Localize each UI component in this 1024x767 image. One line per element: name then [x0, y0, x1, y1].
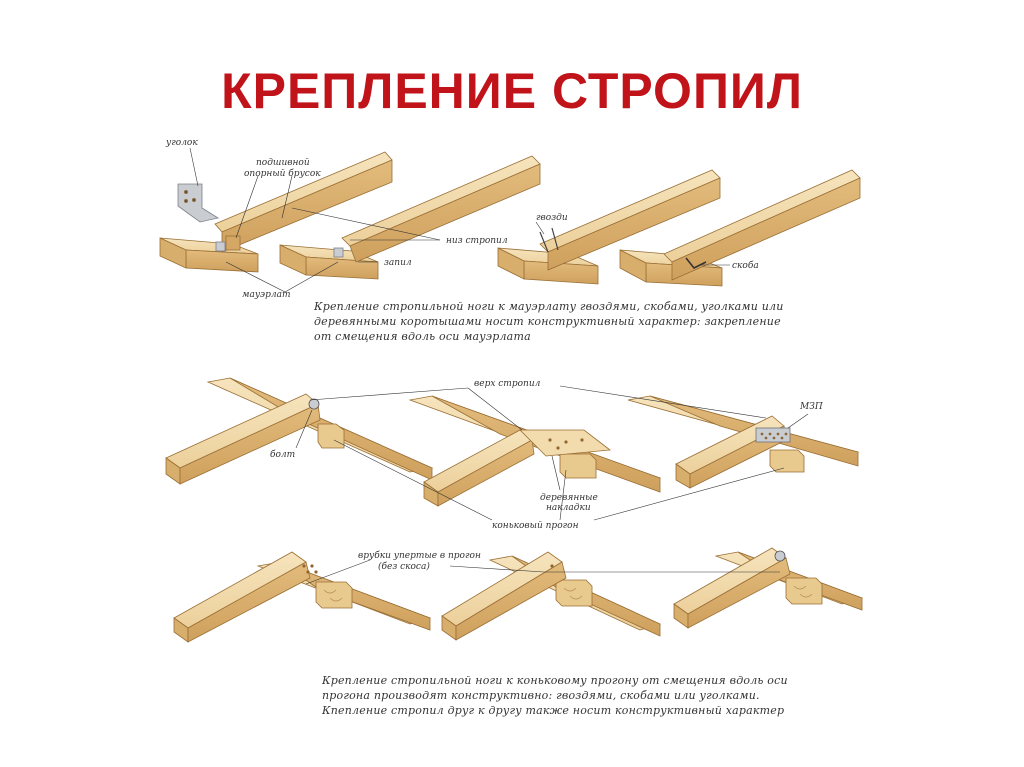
- mini-bracket: [333, 247, 344, 258]
- label-mauerlat: мауэрлат: [242, 290, 290, 300]
- ridge-bolt: [165, 377, 434, 485]
- ridge-notch-b: [441, 551, 662, 641]
- rafter-back-side: [279, 561, 431, 631]
- label-vrubki-2: (без скоса): [378, 561, 430, 572]
- nail: [539, 231, 549, 253]
- ridge-mzp: [627, 395, 860, 489]
- ridge-purlin: [769, 449, 805, 473]
- row1-leaders: [189, 147, 730, 293]
- caption-bottom: Крепление стропильной ноги к коньковому …: [322, 673, 788, 718]
- caption-top-line: деревянными коротышами носит конструктив…: [314, 315, 781, 328]
- mauerlat-beam-end: [279, 244, 307, 276]
- ridge-overlays: [408, 395, 662, 507]
- bolt-head: [308, 398, 320, 410]
- rafter-leg-side: [547, 177, 721, 271]
- label-podshivnoy-1: подшивной: [256, 158, 310, 168]
- bracket-hole: [183, 198, 188, 203]
- ridge-notch-a: [173, 551, 432, 643]
- ridge-notch-group: [173, 547, 864, 643]
- label-vrubki-1: врубки упертые в прогон: [358, 550, 481, 561]
- rafter-front-bottom: [187, 561, 311, 643]
- page-title: КРЕПЛЕНИЕ СТРОПИЛ: [221, 63, 803, 119]
- joint-angle-bracket: [159, 151, 393, 273]
- caption-bottom-line: Кпепление стропил друг к другу также нос…: [322, 704, 785, 717]
- mauerlat-beam-end: [159, 237, 187, 269]
- row3-leaders: [305, 559, 780, 585]
- label-podshivnoy-2: опорный брусок: [244, 168, 321, 179]
- row2-leaders: [295, 385, 809, 521]
- label-zapil: запил: [384, 258, 412, 268]
- mauerlat-beam-end: [619, 249, 647, 283]
- staple: [685, 257, 707, 270]
- overlay-nail: [580, 438, 584, 442]
- overlay-nail: [556, 446, 560, 450]
- ridge-notch-c: [673, 547, 864, 629]
- bolt-head: [774, 550, 786, 562]
- ridge-purlin: [317, 423, 345, 449]
- rafter-front-bottom: [687, 557, 791, 629]
- mauerlat-joint-group: [159, 151, 861, 287]
- rafter-front-bottom: [455, 561, 567, 641]
- caption-bottom-line: Крепление стропильной ноги к коньковому …: [322, 674, 788, 687]
- overlay-nail: [564, 440, 568, 444]
- ridge-purlin: [555, 579, 593, 607]
- mauerlat-beam-side: [185, 249, 259, 273]
- ridge-purlin: [315, 581, 353, 609]
- label-verh-stropil: верх стропил: [474, 379, 541, 389]
- label-gvozdi: гвозди: [536, 213, 568, 223]
- label-ugolok: уголок: [165, 138, 198, 148]
- caption-top-line: от смещения вдоль оси мауэрлата: [314, 330, 531, 343]
- ridge-joint-group: [165, 377, 860, 507]
- rafter-leg-side: [349, 163, 541, 263]
- label-nakladki-1: деревянные: [540, 493, 598, 503]
- mauerlat-beam-end: [497, 247, 525, 280]
- ridge-purlin: [559, 453, 597, 479]
- rafter-front-bottom: [179, 403, 321, 485]
- nail: [551, 227, 559, 251]
- label-skoba: скоба: [732, 260, 759, 271]
- support-bar: [225, 235, 241, 251]
- label-bolt: болт: [270, 449, 295, 460]
- bracket-hole: [183, 189, 188, 194]
- caption-top-line: Крепление стропильной ноги к мауэрлату г…: [314, 300, 784, 313]
- overlay-nail: [548, 438, 552, 442]
- joint-staple: [619, 169, 861, 287]
- joint-notch: [279, 155, 541, 280]
- caption-bottom-line: прогона производят конструктивно: гвоздя…: [322, 689, 760, 702]
- bracket-hole: [191, 197, 196, 202]
- label-nakladki-2: накладки: [546, 503, 591, 513]
- angle-bracket: [177, 183, 220, 223]
- joint-nails: [497, 169, 721, 285]
- label-mzp: МЗП: [799, 402, 823, 412]
- caption-top: Крепление стропильной ноги к мауэрлату г…: [314, 299, 784, 344]
- mini-bracket: [215, 241, 226, 252]
- ridge-purlin: [785, 577, 823, 605]
- rafter-front-bottom: [437, 439, 535, 507]
- rafter-leg: [539, 169, 721, 253]
- label-niz-stropil: низ стропил: [446, 236, 508, 246]
- label-konkovy-progon: коньковый прогон: [492, 521, 579, 531]
- rafter-leg-side: [671, 177, 861, 281]
